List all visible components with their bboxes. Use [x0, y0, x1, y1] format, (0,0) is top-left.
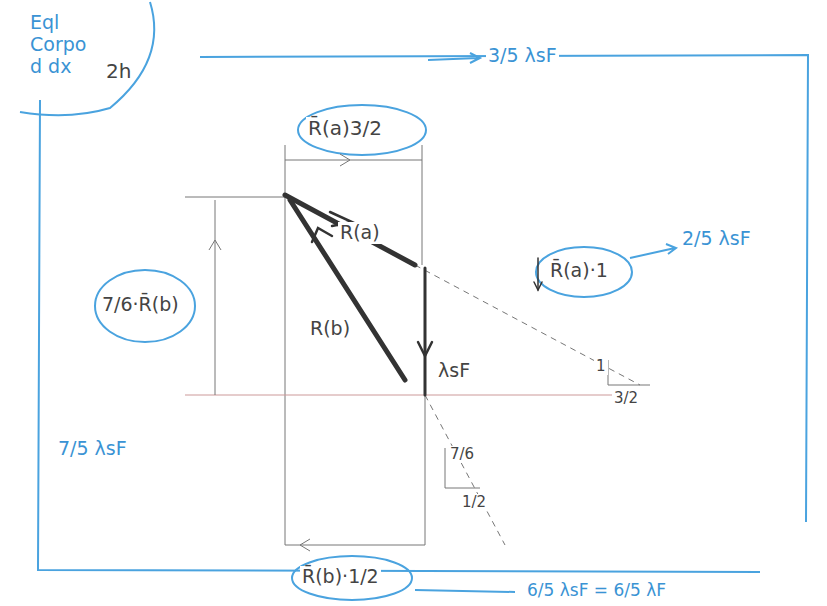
- arrow-mark: [428, 53, 480, 63]
- circle-mark: [292, 556, 412, 600]
- force-label: R(a): [338, 222, 382, 244]
- force-rb: [290, 200, 405, 380]
- component-arrow: [537, 258, 539, 290]
- slope-number: 3/2: [612, 390, 640, 407]
- force-load: [424, 268, 427, 395]
- slope-triangle: [608, 360, 650, 385]
- dimension-line: [285, 545, 425, 546]
- result-label: 6/5 λsF = 6/5 λF: [525, 581, 668, 601]
- moment-label: 7/6·R̄(b): [100, 294, 181, 316]
- result-label: 3/5 λsF: [486, 45, 559, 67]
- result-label: 2/5 λsF: [680, 228, 753, 250]
- guide-line: [285, 145, 286, 545]
- circle-mark: [95, 270, 195, 342]
- arrowhead: [534, 282, 542, 290]
- note: Eql Corpo d dx: [28, 12, 104, 78]
- guide-line: [425, 395, 426, 545]
- force-label: λsF: [436, 360, 472, 382]
- extension-line: [425, 395, 505, 545]
- dimension-line: [285, 160, 422, 161]
- moment-label: R̄(a)·1: [548, 260, 610, 282]
- result-label: 7/5 λsF: [56, 438, 129, 460]
- dimension-arrow: [340, 154, 350, 166]
- dimension-line: [215, 200, 216, 395]
- extension-line: [415, 265, 640, 385]
- moment-label: R̄(b)·1/2: [300, 566, 381, 588]
- guide-line: [422, 145, 423, 265]
- dimension-arrow: [300, 539, 310, 551]
- note: 2h: [104, 60, 133, 83]
- force-ra: [285, 195, 415, 265]
- slope-number: 1: [594, 358, 608, 375]
- moment-label: R̄(a)3/2: [306, 117, 384, 140]
- arrow-mark: [630, 244, 676, 258]
- guide-line: [185, 197, 285, 198]
- slope-number: 7/6: [448, 446, 476, 463]
- arrowhead: [312, 228, 332, 242]
- circle-mark: [298, 105, 426, 155]
- title-arc: [20, 2, 154, 115]
- force-label: R(b): [308, 318, 352, 340]
- slope-number: 1/2: [460, 494, 488, 511]
- guide-line: [185, 395, 640, 396]
- arrowhead: [418, 342, 432, 356]
- frame: [38, 100, 760, 572]
- circle-mark: [536, 247, 632, 297]
- dimension-arrow: [209, 240, 221, 250]
- frame: [200, 55, 808, 522]
- arrow-mark: [415, 590, 515, 592]
